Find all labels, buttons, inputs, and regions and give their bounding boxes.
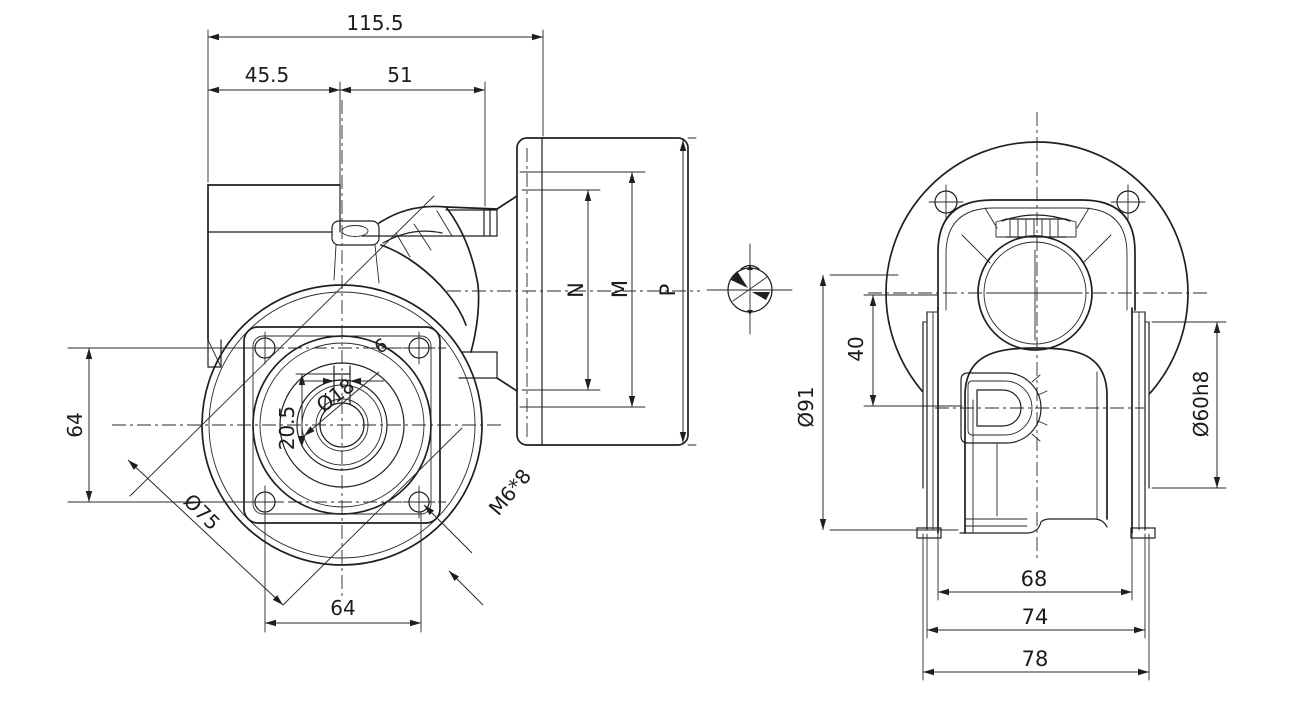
side-view: Ø91 40 Ø60h8 68 74 78 xyxy=(794,112,1227,681)
worm-shaft-end xyxy=(995,214,1077,238)
housing-block xyxy=(207,184,341,368)
dim-bore-label: Ø18 xyxy=(312,373,359,417)
dim-bolt-circle: Ø75 xyxy=(127,459,284,606)
dim-body-diameter-label: Ø91 xyxy=(794,386,818,427)
body-mask xyxy=(923,308,1149,538)
lower-body xyxy=(959,347,1108,534)
housing-horn xyxy=(378,205,498,353)
worm-tube xyxy=(361,195,518,392)
dim-flange-N: N xyxy=(521,189,601,391)
diagonal-square xyxy=(129,195,463,606)
dim-flange-M: M xyxy=(519,171,646,408)
dim-115-5: 115.5 xyxy=(207,11,544,183)
dim-width-overall-label: 78 xyxy=(1022,647,1049,671)
bell-housing xyxy=(937,199,1136,311)
dim-face-to-center: 45.5 xyxy=(245,63,290,87)
dim-spigot: Ø60h8 xyxy=(1151,321,1227,489)
d-slot-boss xyxy=(960,372,1050,517)
centerlines-front xyxy=(112,100,700,600)
dim-axis-offset: 40 xyxy=(844,294,963,407)
dim-center-to-flange: 51 xyxy=(387,63,412,87)
dim-64-vertical: 64 xyxy=(63,347,253,503)
dim-flange-m-label: M xyxy=(608,280,632,298)
dim-bolt-spacing-v: 64 xyxy=(63,412,87,437)
input-flange xyxy=(516,137,689,446)
dim-axis-offset-label: 40 xyxy=(844,336,868,361)
dim-68: 68 xyxy=(937,533,1133,601)
dim-spigot-label: Ø60h8 xyxy=(1189,371,1213,438)
front-view: 115.5 45.5 51 64 64 Ø75 6 xyxy=(63,11,700,633)
dim-keyway-width-label: 6 xyxy=(371,334,391,358)
dim-64-horizontal: 64 xyxy=(264,511,422,633)
projection-symbol xyxy=(706,243,793,335)
dim-overall-width: 115.5 xyxy=(346,11,403,35)
dim-45-5-and-51: 45.5 51 xyxy=(208,63,486,207)
dim-keyway-depth: 20.5 xyxy=(275,374,306,451)
dim-74: 74 xyxy=(926,533,1146,639)
dim-keyway-depth-label: 20.5 xyxy=(275,406,299,451)
oil-cap xyxy=(331,220,380,284)
dim-width-inner-label: 68 xyxy=(1021,567,1048,591)
dim-flange-p-label: P xyxy=(656,284,680,297)
dim-width-middle-label: 74 xyxy=(1022,605,1049,629)
dim-78: 78 xyxy=(922,533,1150,681)
centerlines-side xyxy=(868,112,1207,558)
dim-flange-P: P xyxy=(656,137,697,446)
flange-holes xyxy=(928,184,1146,220)
dim-thread-label: M6*8 xyxy=(484,464,536,520)
dim-body-diameter: Ø91 xyxy=(794,274,959,531)
dim-flange-n-label: N xyxy=(564,282,588,298)
dim-bolt-circle-label: Ø75 xyxy=(179,489,225,535)
dim-bolt-spacing-h: 64 xyxy=(330,596,355,620)
side-plates xyxy=(916,307,1156,539)
